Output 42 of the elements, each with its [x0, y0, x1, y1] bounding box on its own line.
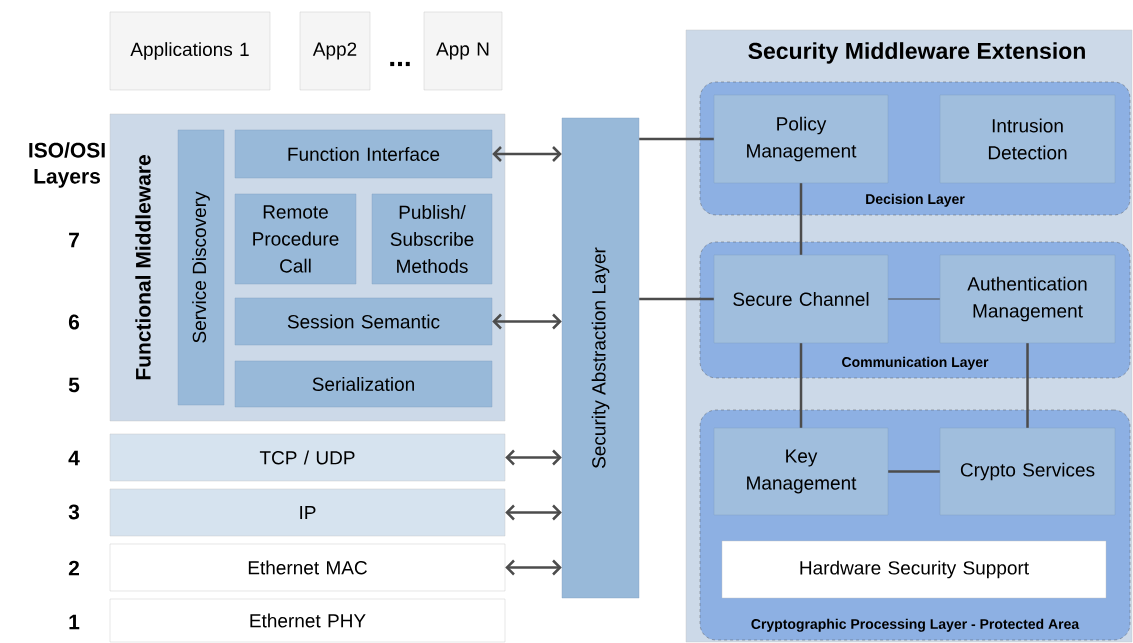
- protocol-layer-box: IP: [109, 488, 506, 537]
- connector: [1026, 343, 1029, 428]
- connector: [639, 137, 714, 141]
- dots: ...: [390, 61, 410, 67]
- function-box: Authentication Management: [939, 254, 1116, 344]
- connector: [505, 449, 562, 466]
- application-box: App N: [423, 11, 503, 91]
- function-box: Policy Management: [713, 94, 889, 184]
- layer-number: 7: [69, 232, 79, 248]
- function-box: Key Management: [713, 427, 889, 516]
- connector: [799, 183, 803, 255]
- function-box: Session Semantic: [234, 297, 493, 346]
- function-box: Remote Procedure Call: [234, 193, 357, 285]
- function-box: Intrusion Detection: [939, 94, 1116, 184]
- layer-number: 3: [68, 504, 80, 520]
- protocol-layer-box: Ethernet MAC: [109, 543, 506, 592]
- connector: [799, 343, 803, 428]
- connector: [888, 470, 940, 473]
- connector: [505, 559, 562, 576]
- hardware-box: Hardware Security Support: [721, 540, 1107, 599]
- layer-number: 1: [69, 614, 80, 630]
- abstraction-layer-bar: Security Abstraction Layer: [561, 117, 640, 599]
- function-box: Function Interface: [234, 129, 493, 179]
- layer-number: 6: [68, 314, 80, 330]
- function-box: Crypto Services: [939, 427, 1116, 516]
- layer-heading: ISO/OSI Layers: [29, 142, 105, 188]
- protocol-layer-box: TCP / UDP: [109, 433, 506, 482]
- function-box: Publish/ Subscribe Methods: [371, 193, 493, 285]
- service-box: Service Discovery: [177, 129, 225, 406]
- connector: [492, 146, 562, 162]
- function-box: Serialization: [234, 360, 493, 408]
- layer-number: 5: [68, 377, 80, 393]
- layer-number: 2: [68, 560, 79, 576]
- function-box: Secure Channel: [713, 254, 889, 344]
- protocol-layer-box: Ethernet PHY: [109, 598, 506, 643]
- connector: [887, 298, 941, 300]
- application-box: Applications 1: [109, 11, 271, 91]
- connector: [639, 297, 714, 301]
- connector: [492, 313, 562, 330]
- layer-number: 4: [68, 450, 80, 466]
- connector: [505, 504, 562, 521]
- application-box: App2: [299, 11, 371, 91]
